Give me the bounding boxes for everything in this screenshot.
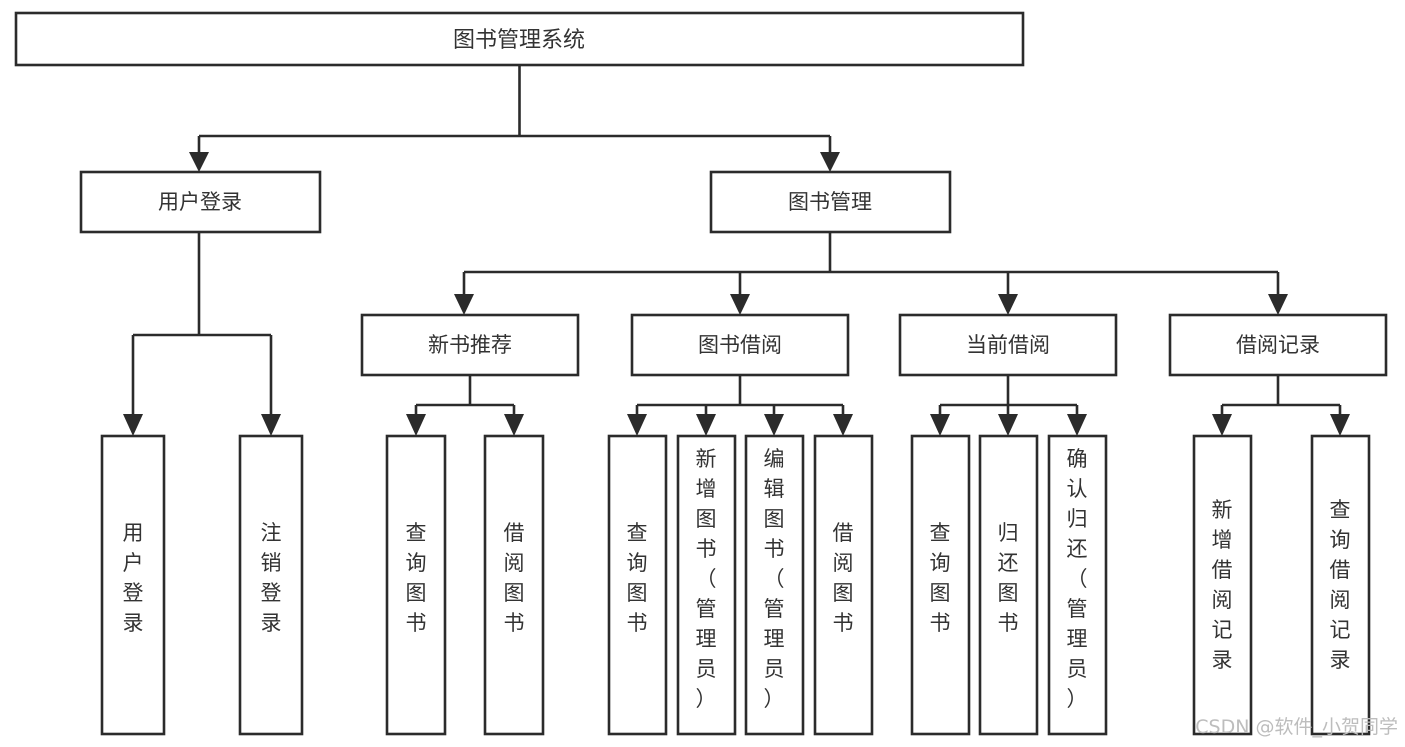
leaf-label: 借阅图书 bbox=[504, 521, 525, 635]
leaf-label: 确认归还（管理员） bbox=[1067, 447, 1088, 711]
leaf-label: 注销登录 bbox=[261, 521, 282, 635]
node-root-box[interactable] bbox=[14, 11, 1025, 67]
node-user-login-box[interactable] bbox=[79, 170, 322, 234]
arrow-leaf-n2 bbox=[504, 414, 524, 436]
arrow-leaf-r2 bbox=[1330, 414, 1350, 436]
leaf-box[interactable] bbox=[744, 434, 805, 736]
leaf-box[interactable] bbox=[483, 434, 545, 736]
leaf-label: 查询图书 bbox=[930, 521, 951, 635]
arrow-leaf-u2 bbox=[261, 414, 281, 436]
leaf-record-add[interactable]: 新增借阅记录 bbox=[1192, 434, 1253, 736]
arrow-l3-1 bbox=[454, 294, 474, 315]
node-book-borrow-box[interactable] bbox=[630, 313, 850, 377]
leaf-box[interactable] bbox=[813, 434, 874, 736]
arrow-user-login bbox=[189, 152, 209, 172]
leaf-record-query[interactable]: 查询借阅记录 bbox=[1310, 434, 1371, 736]
node-current-borrow-box[interactable] bbox=[898, 313, 1118, 377]
node-new-book-recommend[interactable]: 新书推荐 bbox=[360, 313, 580, 377]
leaf-box[interactable] bbox=[1310, 434, 1371, 736]
leaf-label: 查询图书 bbox=[627, 521, 648, 635]
arrow-l3-4 bbox=[1268, 294, 1288, 315]
leaf-label: 查询借阅记录 bbox=[1330, 498, 1351, 672]
leaf-box[interactable] bbox=[1047, 434, 1108, 736]
node-new-book-recommend-box[interactable] bbox=[360, 313, 580, 377]
leaf-box[interactable] bbox=[978, 434, 1039, 736]
arrow-leaf-r1 bbox=[1212, 414, 1232, 436]
node-current-borrow[interactable]: 当前借阅 bbox=[898, 313, 1118, 377]
node-borrow-record[interactable]: 借阅记录 bbox=[1168, 313, 1388, 377]
leaf-user-login-signin[interactable]: 用户登录 bbox=[100, 434, 166, 736]
leaf-new-book-query[interactable]: 查询图书 bbox=[385, 434, 447, 736]
arrow-leaf-b3 bbox=[764, 414, 784, 436]
leaf-borrow-query-book[interactable]: 查询图书 bbox=[607, 434, 668, 736]
node-user-login[interactable]: 用户登录 bbox=[79, 170, 322, 234]
arrow-leaf-b2 bbox=[696, 414, 716, 436]
leaf-label: 编辑图书（管理员） bbox=[764, 447, 785, 711]
node-borrow-record-label: 借阅记录 bbox=[1236, 333, 1320, 357]
connector-layer bbox=[123, 65, 1350, 436]
arrow-l3-3 bbox=[998, 294, 1018, 315]
leaf-box[interactable] bbox=[238, 434, 304, 736]
leaf-box[interactable] bbox=[100, 434, 166, 736]
leaf-box[interactable] bbox=[676, 434, 737, 736]
leaf-box[interactable] bbox=[910, 434, 971, 736]
node-book-manage[interactable]: 图书管理 bbox=[709, 170, 952, 234]
node-root-system[interactable]: 图书管理系统 bbox=[14, 11, 1025, 67]
leaf-borrow-edit-book[interactable]: 编辑图书（管理员） bbox=[744, 434, 805, 736]
node-book-manage-box[interactable] bbox=[709, 170, 952, 234]
leaf-label: 归还图书 bbox=[998, 521, 1019, 635]
arrow-leaf-u1 bbox=[123, 414, 143, 436]
arrow-leaf-c1 bbox=[930, 414, 950, 436]
leaf-label: 查询图书 bbox=[406, 521, 427, 635]
leaf-current-return-book[interactable]: 归还图书 bbox=[978, 434, 1039, 736]
node-current-borrow-label: 当前借阅 bbox=[966, 333, 1050, 357]
leaf-user-login-signout[interactable]: 注销登录 bbox=[238, 434, 304, 736]
node-root-label: 图书管理系统 bbox=[453, 28, 585, 53]
node-book-borrow-label: 图书借阅 bbox=[698, 333, 782, 357]
csdn-watermark: CSDN @软件_小贺同学 bbox=[1195, 716, 1398, 738]
arrow-book-manage bbox=[820, 152, 840, 172]
arrow-leaf-b4 bbox=[833, 414, 853, 436]
arrow-leaf-c2 bbox=[998, 414, 1018, 436]
arrow-leaf-n1 bbox=[406, 414, 426, 436]
node-book-borrow[interactable]: 图书借阅 bbox=[630, 313, 850, 377]
arrow-l3-2 bbox=[730, 294, 750, 315]
leaf-current-query-book[interactable]: 查询图书 bbox=[910, 434, 971, 736]
leaf-box[interactable] bbox=[607, 434, 668, 736]
node-user-login-label: 用户登录 bbox=[158, 190, 242, 214]
leaf-box[interactable] bbox=[385, 434, 447, 736]
leaf-label: 新增借阅记录 bbox=[1212, 498, 1233, 672]
leaf-label: 借阅图书 bbox=[833, 521, 854, 635]
arrow-leaf-c3 bbox=[1067, 414, 1087, 436]
arrow-leaf-b1 bbox=[627, 414, 647, 436]
leaf-borrow-add-book[interactable]: 新增图书（管理员） bbox=[676, 434, 737, 736]
leaf-current-confirm-return[interactable]: 确认归还（管理员） bbox=[1047, 434, 1108, 736]
node-new-book-recommend-label: 新书推荐 bbox=[428, 333, 512, 357]
node-book-manage-label: 图书管理 bbox=[788, 190, 872, 214]
leaf-box[interactable] bbox=[1192, 434, 1253, 736]
leaf-label: 用户登录 bbox=[123, 521, 144, 635]
leaf-label: 新增图书（管理员） bbox=[696, 447, 717, 711]
leaf-borrow-borrow-book[interactable]: 借阅图书 bbox=[813, 434, 874, 736]
leaf-new-book-borrow[interactable]: 借阅图书 bbox=[483, 434, 545, 736]
node-borrow-record-box[interactable] bbox=[1168, 313, 1388, 377]
